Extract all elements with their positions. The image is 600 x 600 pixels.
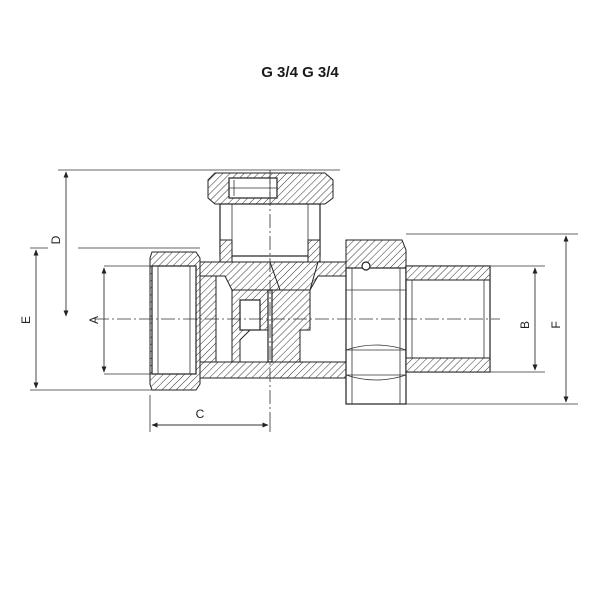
dim-label-c: C <box>196 407 205 421</box>
dim-label-e: E <box>19 316 33 324</box>
dimension-lines <box>33 171 569 428</box>
dim-label-a: A <box>87 316 101 324</box>
dim-label-f: F <box>549 321 563 328</box>
left-inlet-fitting <box>104 251 201 391</box>
valve-central-body <box>199 261 349 379</box>
drawing-title: G 3/4 G 3/4 <box>261 64 339 81</box>
right-union-nut <box>345 239 407 405</box>
dim-label-b: B <box>518 321 532 329</box>
dim-label-d: D <box>49 235 63 244</box>
valve-stem-neck <box>219 203 321 263</box>
centerlines <box>95 170 500 420</box>
extension-lines <box>30 169 578 432</box>
valve-cap <box>207 172 334 205</box>
